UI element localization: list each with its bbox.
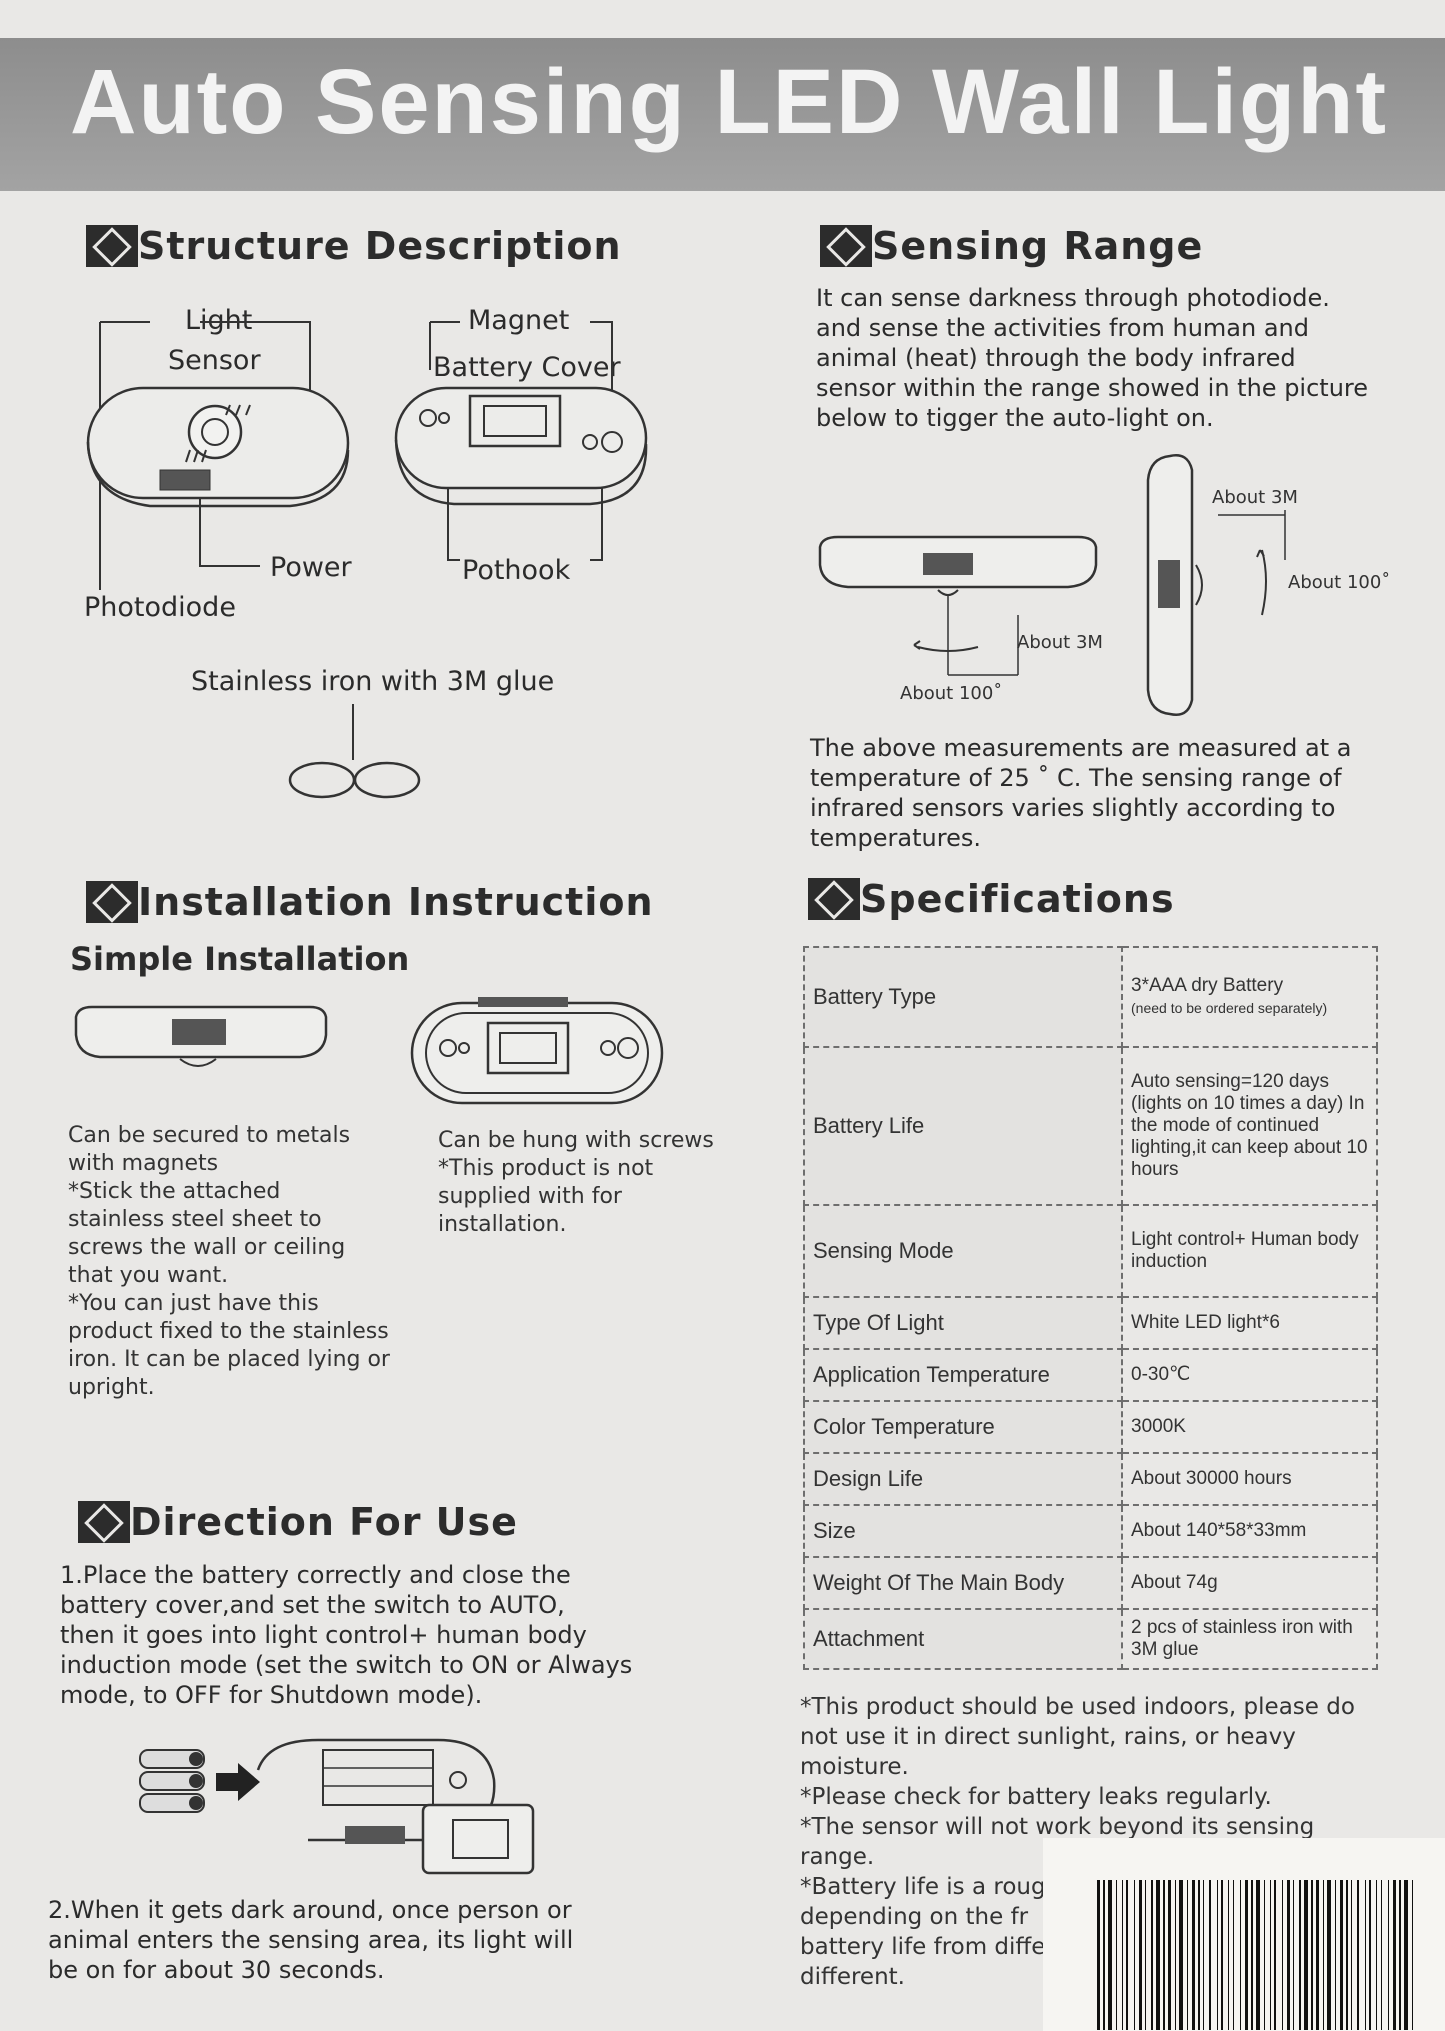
page-title: Auto Sensing LED Wall Light <box>70 51 1389 153</box>
label-pothook: Pothook <box>462 555 571 586</box>
dim-vertical-range: About 3M <box>1212 487 1298 508</box>
spec-row: Attachment 2 pcs of stainless iron with … <box>803 1608 1378 1670</box>
spec-row: Application Temperature 0-30℃ <box>803 1348 1378 1402</box>
spec-table: Battery Type 3*AAA dry Battery(need to b… <box>803 946 1378 1670</box>
spec-row: Type Of Light White LED light*6 <box>803 1296 1378 1350</box>
install-magnet-text: Can be secured to metals with magnets *S… <box>68 1123 390 1400</box>
sensing-description: It can sense darkness through photodiode… <box>816 284 1369 432</box>
barcode-icon <box>1097 1880 1413 2030</box>
diamond-icon <box>820 225 872 267</box>
barcode-sticker <box>1043 1838 1445 2031</box>
label-battery-cover: Battery Cover <box>433 352 621 383</box>
installation-heading: Installation Instruction <box>86 880 654 924</box>
dim-horizontal-angle: About 100˚ <box>900 683 1003 704</box>
structure-heading: Structure Description <box>86 224 622 268</box>
install-screw-illustration <box>408 997 668 1108</box>
label-sensor: Sensor <box>168 345 261 376</box>
device-front-illustration <box>80 310 370 600</box>
sensing-vertical-illustration <box>1140 450 1340 720</box>
battery-insert-illustration <box>138 1740 538 1880</box>
sensing-note: The above measurements are measured at a… <box>810 734 1352 852</box>
spec-notes: *This product should be used indoors, pl… <box>800 1694 1355 1990</box>
label-photodiode: Photodiode <box>84 592 236 623</box>
diamond-icon <box>86 225 138 267</box>
label-light: Light <box>185 305 253 336</box>
installation-subheading: Simple Installation <box>70 940 410 978</box>
sensing-horizontal-illustration <box>818 535 1108 695</box>
spec-row: Design Life About 30000 hours <box>803 1452 1378 1506</box>
sensing-heading: Sensing Range <box>820 224 1203 268</box>
direction-heading: Direction For Use <box>78 1500 518 1544</box>
stainless-discs-illustration <box>280 700 430 805</box>
spec-row: Weight Of The Main Body About 74g <box>803 1556 1378 1610</box>
diamond-icon <box>808 878 860 920</box>
dim-vertical-angle: About 100˚ <box>1288 572 1391 593</box>
spec-row: Battery Life Auto sensing=120 days (ligh… <box>803 1046 1378 1206</box>
spec-row: Color Temperature 3000K <box>803 1400 1378 1454</box>
spec-row: Sensing Mode Light control+ Human body i… <box>803 1204 1378 1298</box>
install-screw-text: Can be hung with screws *This product is… <box>438 1128 714 1237</box>
diamond-icon <box>86 881 138 923</box>
label-stainless: Stainless iron with 3M glue <box>191 666 555 697</box>
label-magnet: Magnet <box>468 305 570 336</box>
title-bar <box>0 38 1445 191</box>
spec-row: Size About 140*58*33mm <box>803 1504 1378 1558</box>
spec-row: Battery Type 3*AAA dry Battery(need to b… <box>803 946 1378 1048</box>
device-back-illustration <box>390 310 660 590</box>
dim-horizontal-range: About 3M <box>1017 632 1103 653</box>
specifications-heading: Specifications <box>808 877 1175 921</box>
diamond-icon <box>78 1501 130 1543</box>
install-magnet-illustration <box>72 1005 332 1085</box>
label-power: Power <box>270 552 352 583</box>
direction-step-2: 2.When it gets dark around, once person … <box>48 1896 574 1984</box>
direction-step-1: 1.Place the battery correctly and close … <box>60 1561 633 1709</box>
